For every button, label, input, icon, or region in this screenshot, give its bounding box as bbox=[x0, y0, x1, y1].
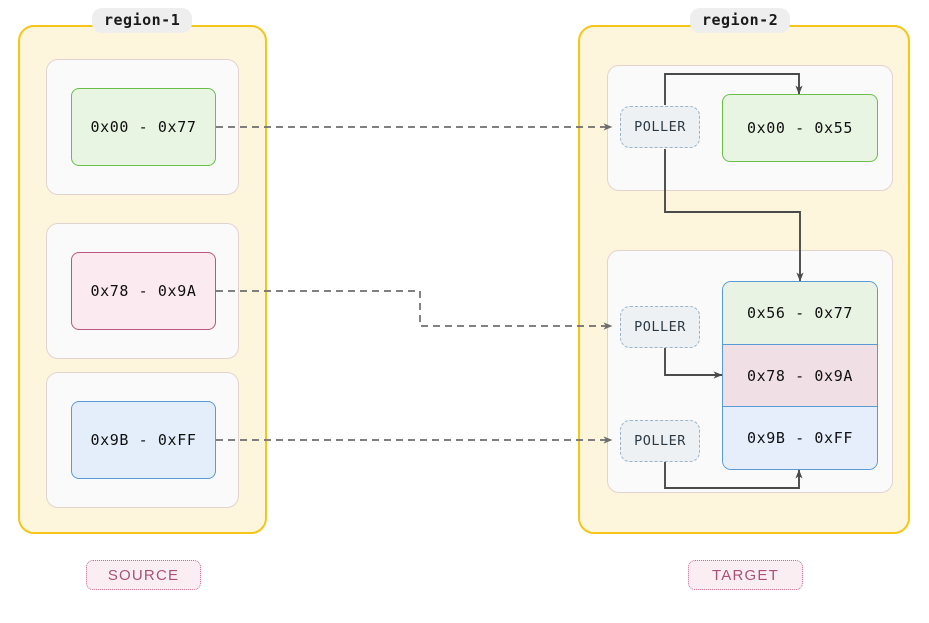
poller-2[interactable]: POLLER bbox=[620, 306, 700, 348]
target-stack-row-0x78-0x9A[interactable]: 0x78 - 0x9A bbox=[723, 343, 877, 408]
target-stack: 0x56 - 0x77 0x78 - 0x9A 0x9B - 0xFF bbox=[722, 281, 878, 470]
region-1-label: region-1 bbox=[92, 8, 193, 33]
target-block-0x00-0x55[interactable]: 0x00 - 0x55 bbox=[722, 94, 878, 162]
poller-3[interactable]: POLLER bbox=[620, 420, 700, 462]
target-stack-row-0x9B-0xFF[interactable]: 0x9B - 0xFF bbox=[723, 407, 877, 469]
target-stack-row-0x56-0x77[interactable]: 0x56 - 0x77 bbox=[723, 282, 877, 344]
poller-1[interactable]: POLLER bbox=[620, 106, 700, 148]
connector-source2-to-poller2 bbox=[216, 290, 613, 330]
source-block-0x9B-0xFF[interactable]: 0x9B - 0xFF bbox=[71, 401, 216, 479]
source-tag: SOURCE bbox=[86, 560, 201, 590]
source-block-0x78-0x9A[interactable]: 0x78 - 0x9A bbox=[71, 252, 216, 330]
region-2-label: region-2 bbox=[690, 8, 791, 33]
source-block-0x00-0x77[interactable]: 0x00 - 0x77 bbox=[71, 88, 216, 166]
target-tag: TARGET bbox=[688, 560, 803, 590]
